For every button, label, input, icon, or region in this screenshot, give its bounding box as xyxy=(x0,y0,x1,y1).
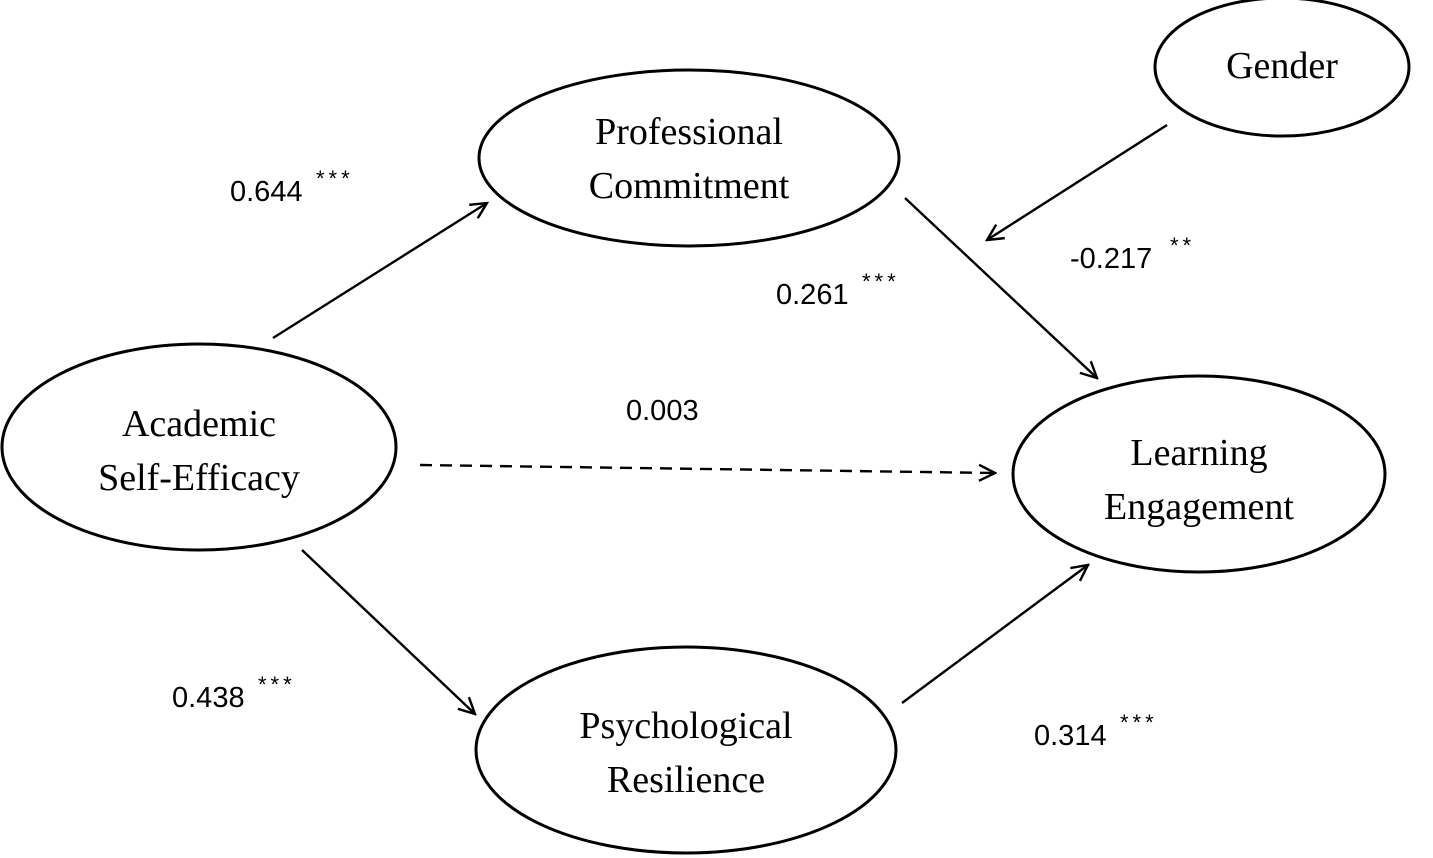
edge-pc-to-le xyxy=(904,197,1097,378)
node-academic-self-efficacy-line1: Academic xyxy=(122,403,276,445)
node-learning-engagement-line2: Engagement xyxy=(1104,486,1294,528)
edge-pr-to-le xyxy=(901,565,1088,704)
coef-pc-to-le: 0.261 *** xyxy=(776,269,900,311)
coef-pc-to-le-sig: *** xyxy=(862,269,900,294)
edge-ase-to-pr xyxy=(301,549,475,714)
node-professional-commitment-line1: Professional xyxy=(595,111,783,153)
coef-pr-to-le-sig: *** xyxy=(1120,710,1158,735)
coef-ase-to-le-value: 0.003 xyxy=(626,395,699,427)
coef-gender-moderation-sig: ** xyxy=(1170,233,1195,258)
node-gender: Gender xyxy=(1153,0,1411,138)
node-professional-commitment: Professional Commitment xyxy=(477,68,901,248)
edge-ase-to-le-dashed xyxy=(419,465,995,473)
coef-gender-moderation-value: -0.217 xyxy=(1070,243,1152,275)
node-psychological-resilience-line2: Resilience xyxy=(607,759,765,801)
node-professional-commitment-line2: Commitment xyxy=(589,165,790,207)
coef-pc-to-le-value: 0.261 xyxy=(776,279,849,311)
node-academic-self-efficacy-line2: Self-Efficacy xyxy=(98,457,300,499)
coef-ase-to-pc-value: 0.644 xyxy=(230,176,303,208)
coef-ase-to-pr: 0.438 *** xyxy=(172,672,296,714)
node-learning-engagement-line1: Learning xyxy=(1130,432,1267,474)
coef-ase-to-pc: 0.644 *** xyxy=(230,166,354,208)
node-psychological-resilience: Psychological Resilience xyxy=(474,645,898,855)
coef-ase-to-le: 0.003 xyxy=(626,395,699,427)
coef-ase-to-pr-value: 0.438 xyxy=(172,682,245,714)
coef-gender-moderation: -0.217 ** xyxy=(1070,233,1195,275)
edge-ase-to-pc xyxy=(272,203,487,340)
node-gender-label: Gender xyxy=(1226,45,1338,87)
coef-pr-to-le-value: 0.314 xyxy=(1034,720,1107,752)
coef-ase-to-pc-sig: *** xyxy=(316,166,354,191)
coef-ase-to-pr-sig: *** xyxy=(258,672,296,697)
node-psychological-resilience-line1: Psychological xyxy=(579,705,792,747)
node-learning-engagement: Learning Engagement xyxy=(1011,374,1387,574)
node-academic-self-efficacy: Academic Self-Efficacy xyxy=(0,342,398,552)
coef-pr-to-le: 0.314 *** xyxy=(1034,710,1158,752)
edge-gender-moderation xyxy=(987,123,1168,240)
